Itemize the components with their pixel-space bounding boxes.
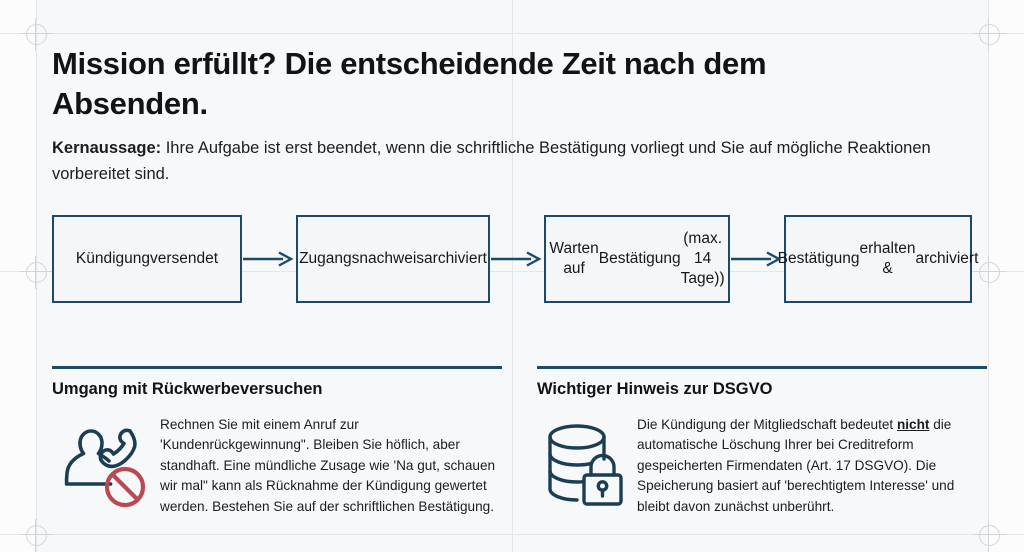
registration-mark-top-right bbox=[973, 18, 1006, 51]
flow-step-line: archiviert bbox=[424, 249, 487, 267]
dsgvo-text-part-1: Die Kündigung der Mitgliedschaft bedeute… bbox=[637, 417, 897, 432]
database-lock-icon bbox=[537, 415, 637, 513]
flow-step-line: Warten auf bbox=[549, 239, 599, 277]
registration-mark-middle-right bbox=[973, 256, 1006, 289]
person-phone-blocked-icon bbox=[52, 415, 160, 513]
key-message-label: Kernaussage: bbox=[52, 139, 162, 157]
panel-body-left: Rechnen Sie mit einem Anruf zur 'Kundenr… bbox=[52, 415, 502, 517]
registration-mark-bottom-left bbox=[20, 519, 53, 552]
guide-line-right bbox=[988, 0, 989, 552]
panel-accent-rule-right bbox=[537, 366, 987, 369]
guide-line-bottom bbox=[0, 534, 1024, 535]
panel-text-right: Die Kündigung der Mitgliedschaft bedeute… bbox=[637, 415, 987, 517]
panel-text-left: Rechnen Sie mit einem Anruf zur 'Kundenr… bbox=[160, 417, 496, 514]
panel-rueckwerbeversuche: Umgang mit Rückwerbeversuchen bbox=[52, 366, 502, 517]
page-title: Mission erfüllt? Die entscheidende Zeit … bbox=[52, 46, 767, 121]
registration-mark-middle-left bbox=[20, 256, 53, 289]
dsgvo-emphasis: nicht bbox=[896, 417, 930, 432]
right-margin-pane bbox=[988, 0, 1024, 552]
panel-title-right: Wichtiger Hinweis zur DSGVO bbox=[537, 380, 773, 398]
panel-dsgvo: Wichtiger Hinweis zur DSGVO bbox=[537, 366, 987, 517]
panel-title-left: Umgang mit Rückwerbeversuchen bbox=[52, 380, 323, 398]
key-message-text: Ihre Aufgabe ist erst beendet, wenn die … bbox=[52, 139, 931, 183]
flow-step-line: Kündigung bbox=[75, 249, 151, 267]
flow-step-line: (max. 14 Tage)) bbox=[680, 229, 725, 288]
flow-arrow-3 bbox=[730, 215, 784, 303]
flow-arrow-1 bbox=[242, 215, 296, 303]
registration-mark-bottom-right bbox=[973, 519, 1006, 552]
flow-step-line: Zugangsnachweis bbox=[299, 249, 425, 267]
key-message-paragraph: Kernaussage: Ihre Aufgabe ist erst beend… bbox=[52, 136, 932, 187]
panel-body-right: Die Kündigung der Mitgliedschaft bedeute… bbox=[537, 415, 987, 517]
flow-step-line: Bestätigung bbox=[598, 249, 681, 267]
left-margin-pane bbox=[0, 0, 36, 552]
registration-mark-top-left bbox=[20, 18, 53, 51]
dsgvo-text-part-2: die automatische Löschung Ihrer bei Cred… bbox=[637, 417, 955, 514]
panel-accent-rule-left bbox=[52, 366, 502, 369]
flow-step-line: archiviert bbox=[915, 249, 979, 267]
flow-step-line: versendet bbox=[150, 249, 219, 267]
flow-arrow-2 bbox=[490, 215, 544, 303]
flow-step-line: erhalten & bbox=[859, 239, 916, 277]
guide-line-left bbox=[36, 0, 37, 552]
flow-step-line: Bestätigung bbox=[777, 249, 860, 267]
guide-line-top bbox=[0, 33, 1024, 34]
